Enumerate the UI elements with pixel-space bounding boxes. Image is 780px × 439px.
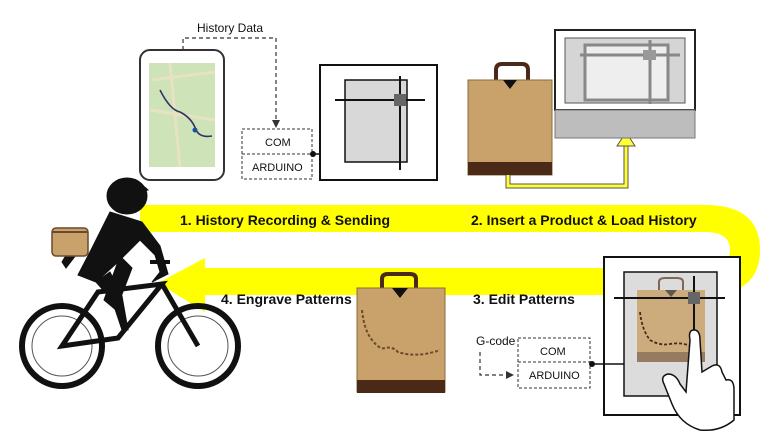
tablet-map-icon	[139, 49, 225, 181]
bag-icon-top	[467, 62, 553, 176]
engraver-screen-top	[319, 64, 438, 181]
engraver-icon	[554, 29, 696, 139]
step-1-label: 1. History Recording & Sending	[180, 212, 390, 228]
history-data-label: History Data	[197, 21, 263, 35]
hand-icon	[661, 329, 735, 432]
com-arduino-box-top: COM ARDUINO	[241, 128, 345, 180]
history-data-link	[182, 37, 280, 128]
com-arduino-box-bottom: COM ARDUINO	[479, 337, 624, 389]
step-4-label: 4. Engrave Patterns	[221, 291, 352, 307]
com-label-bottom: COM	[540, 346, 566, 358]
step-3-label: 3. Edit Patterns	[473, 291, 575, 307]
com-label-top: COM	[265, 137, 291, 149]
insert-arrow	[505, 131, 636, 189]
arduino-label-top: ARDUINO	[252, 162, 303, 174]
cyclist-icon	[19, 177, 241, 389]
bag-icon-bottom	[356, 272, 446, 393]
step-2-label: 2. Insert a Product & Load History	[471, 212, 697, 228]
g-code-label: G-code	[476, 334, 516, 348]
rider-bag-icon	[51, 227, 89, 257]
arduino-label-bottom: ARDUINO	[529, 370, 580, 382]
